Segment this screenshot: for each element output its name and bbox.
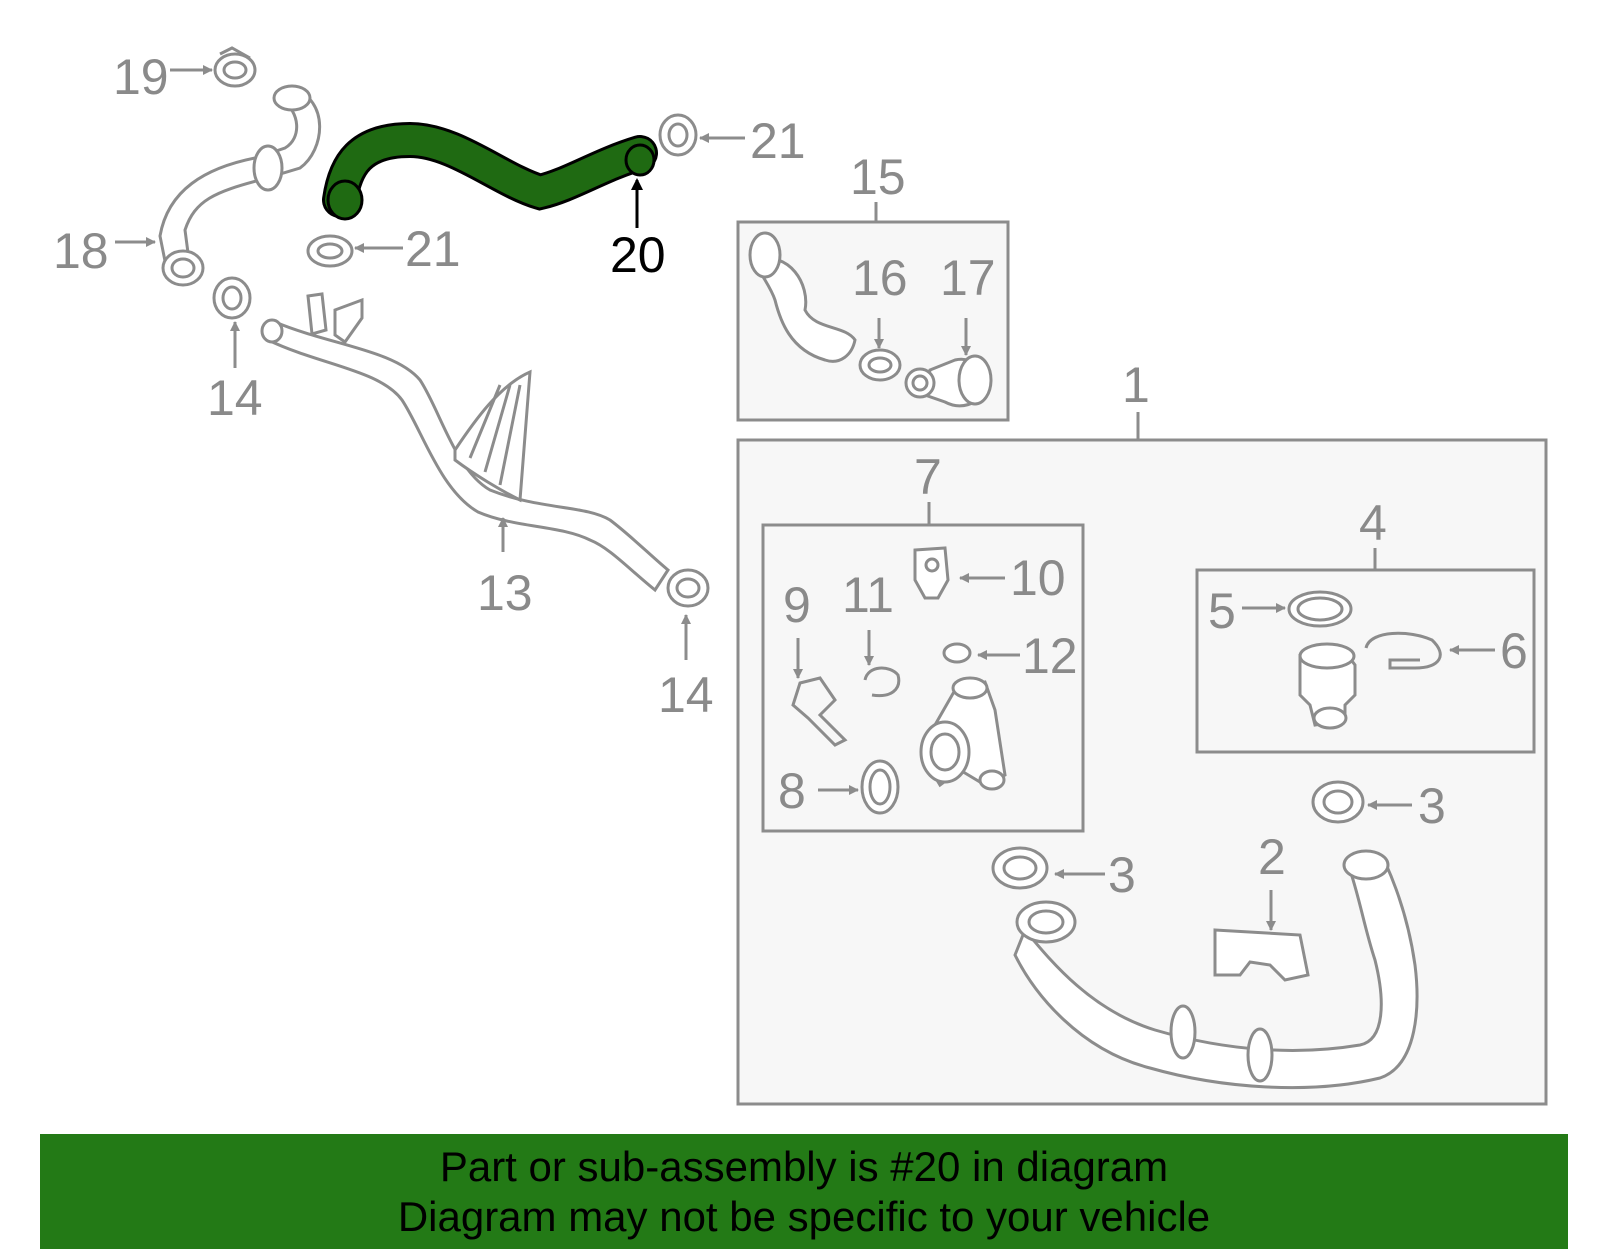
hose-part-18[interactable] xyxy=(158,84,322,287)
clamp-part-3-right[interactable] xyxy=(1311,780,1365,824)
clamp-part-21-upper[interactable] xyxy=(658,113,698,157)
housing-part-7[interactable] xyxy=(919,676,1007,791)
callout-18: 18 xyxy=(53,223,109,279)
oring-part-12[interactable] xyxy=(942,642,972,664)
clip-part-6[interactable] xyxy=(1364,631,1442,670)
sensor-part-10[interactable] xyxy=(913,546,950,600)
hose-part-20-highlighted[interactable] xyxy=(322,121,658,221)
callout-10: 10 xyxy=(1010,550,1066,606)
callout-13: 13 xyxy=(477,565,533,621)
connector-part-4[interactable] xyxy=(1298,642,1357,730)
pipe-part-13[interactable] xyxy=(260,292,670,593)
callout-11: 11 xyxy=(842,567,894,623)
clamp-part-19[interactable] xyxy=(213,46,257,88)
fitting-part-17[interactable] xyxy=(904,354,993,408)
callout-3-left: 3 xyxy=(1108,847,1136,903)
oring-part-8[interactable] xyxy=(860,759,900,815)
callout-20: 20 xyxy=(610,227,666,283)
clamp-part-14-lower[interactable] xyxy=(666,568,710,608)
clamp-part-21-lower[interactable] xyxy=(306,234,354,268)
callout-1: 1 xyxy=(1122,357,1150,413)
callout-9: 9 xyxy=(783,577,811,633)
callout-21-upper: 21 xyxy=(750,113,806,169)
clamp-part-3-left[interactable] xyxy=(991,846,1049,890)
hose-part-1[interactable] xyxy=(1013,849,1419,1090)
callout-16: 16 xyxy=(852,250,908,306)
clip-part-9[interactable] xyxy=(791,676,848,747)
banner-line-2: Diagram may not be specific to your vehi… xyxy=(397,1192,1211,1240)
callout-19: 19 xyxy=(113,49,169,105)
callout-12: 12 xyxy=(1022,628,1078,684)
callout-17: 17 xyxy=(940,250,996,306)
clip-part-11[interactable] xyxy=(863,666,901,698)
callout-14-upper: 14 xyxy=(207,370,263,426)
callout-14-lower: 14 xyxy=(658,667,714,723)
callout-15: 15 xyxy=(850,149,906,205)
callout-6: 6 xyxy=(1500,623,1528,679)
callout-2: 2 xyxy=(1258,829,1286,885)
callout-3-right: 3 xyxy=(1418,778,1446,834)
bracket-part-2[interactable] xyxy=(1213,928,1310,982)
callout-4: 4 xyxy=(1359,495,1387,551)
clamp-part-14-upper[interactable] xyxy=(212,276,252,320)
assembly-box-4 xyxy=(1195,568,1536,754)
callout-21-lower: 21 xyxy=(405,221,461,277)
callout-7: 7 xyxy=(914,449,942,505)
info-banner: Part or sub-assembly is #20 in diagram D… xyxy=(40,1134,1568,1249)
callout-5: 5 xyxy=(1208,583,1236,639)
callout-8: 8 xyxy=(778,763,806,819)
hose-part-15[interactable] xyxy=(748,231,857,363)
clamp-part-16[interactable] xyxy=(858,348,902,382)
banner-line-1: Part or sub-assembly is #20 in diagram xyxy=(439,1142,1169,1190)
oring-part-5[interactable] xyxy=(1287,590,1353,628)
parts-diagram: 19 18 14 21 21 20 13 14 15 16 17 1 7 10 … xyxy=(53,46,1548,1106)
